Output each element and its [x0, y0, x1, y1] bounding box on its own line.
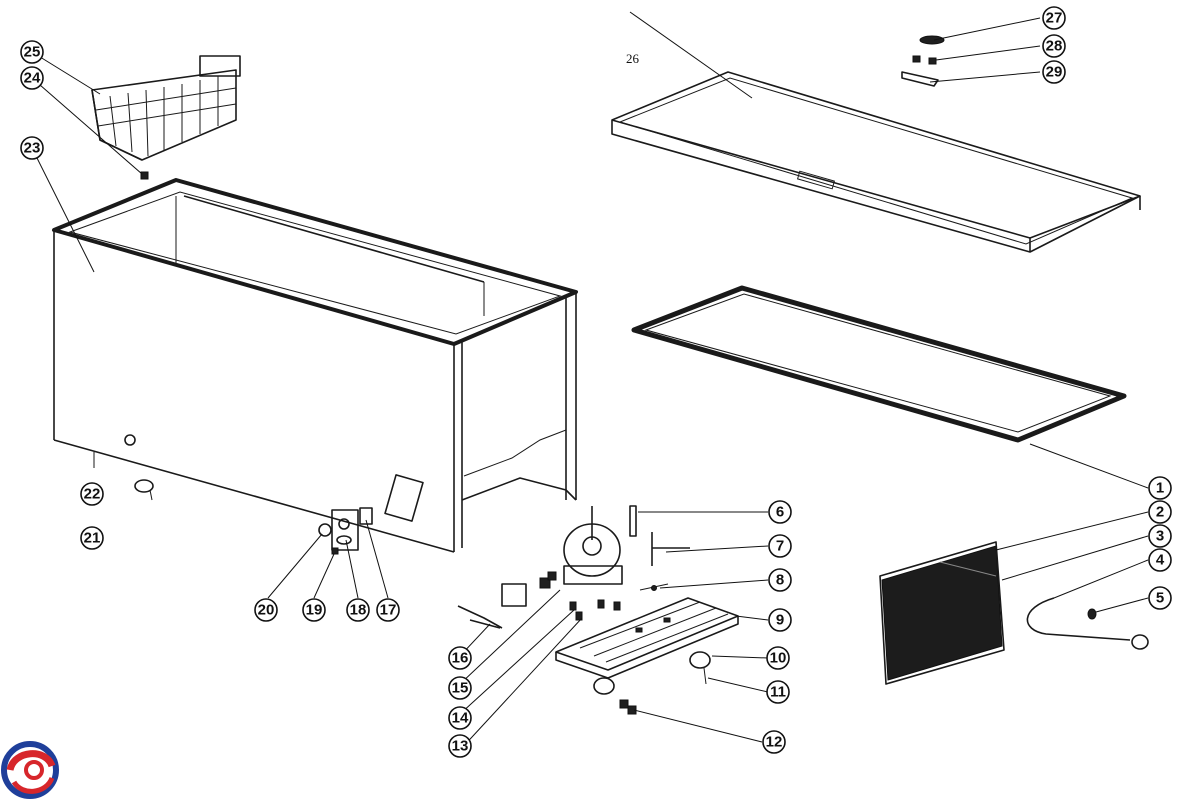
- callout-3: 3: [1148, 524, 1172, 548]
- callout-29: 29: [1042, 60, 1066, 84]
- leader-lines: [31, 11, 1149, 751]
- callout-17: 17: [376, 598, 400, 622]
- svg-text:14: 14: [452, 710, 469, 727]
- freezer-cabinet: [52, 178, 578, 553]
- svg-text:3: 3: [1156, 528, 1164, 545]
- callout-16: 16: [448, 646, 472, 670]
- casters: [593, 651, 711, 715]
- svg-text:27: 27: [1046, 10, 1063, 27]
- svg-text:10: 10: [770, 650, 787, 667]
- svg-text:13: 13: [452, 738, 469, 755]
- svg-text:22: 22: [84, 486, 101, 503]
- svg-text:21: 21: [84, 530, 101, 547]
- compressor-assembly: [457, 506, 623, 629]
- callout-20: 20: [254, 598, 278, 622]
- base-plate: [555, 597, 739, 679]
- condenser-panel: [879, 541, 1005, 685]
- callout-1: 1: [1148, 476, 1172, 500]
- wire-basket: [91, 55, 241, 180]
- svg-text:2: 2: [1156, 504, 1164, 521]
- svg-text:18: 18: [350, 602, 367, 619]
- callout-25: 25: [20, 40, 44, 64]
- freezer-lid: [611, 71, 1141, 253]
- lid-tick-label: 26: [626, 51, 640, 66]
- svg-text:11: 11: [770, 684, 786, 701]
- callout-8: 8: [768, 568, 792, 592]
- callout-19: 19: [302, 598, 326, 622]
- svg-text:7: 7: [776, 538, 784, 555]
- callout-15: 15: [448, 676, 472, 700]
- power-cord: [1026, 597, 1149, 650]
- svg-text:4: 4: [1156, 552, 1165, 569]
- callout-14: 14: [448, 706, 472, 730]
- callout-group: 1 2 3 4 5 6 7 8 9 10 11 12 13 14 15 16 1…: [20, 6, 1172, 758]
- svg-text:24: 24: [24, 70, 41, 87]
- svg-text:19: 19: [306, 602, 323, 619]
- callout-24: 24: [20, 66, 44, 90]
- callout-28: 28: [1042, 34, 1066, 58]
- callout-6: 6: [768, 500, 792, 524]
- callout-10: 10: [766, 646, 790, 670]
- callout-5: 5: [1148, 586, 1172, 610]
- svg-text:6: 6: [776, 504, 784, 521]
- callout-23: 23: [20, 136, 44, 160]
- svg-text:1: 1: [1156, 480, 1164, 497]
- callout-4: 4: [1148, 548, 1172, 572]
- control-box: [318, 507, 373, 555]
- svg-text:12: 12: [766, 734, 783, 751]
- callout-13: 13: [448, 734, 472, 758]
- svg-text:5: 5: [1156, 590, 1164, 607]
- callout-27: 27: [1042, 6, 1066, 30]
- svg-text:28: 28: [1046, 38, 1063, 55]
- callout-9: 9: [768, 608, 792, 632]
- callout-22: 22: [80, 482, 104, 506]
- callout-21: 21: [80, 526, 104, 550]
- svg-text:16: 16: [452, 650, 469, 667]
- callout-11: 11: [766, 680, 790, 704]
- svg-text:23: 23: [24, 140, 41, 157]
- callout-18: 18: [346, 598, 370, 622]
- small-parts: [629, 505, 690, 591]
- svg-text:20: 20: [258, 602, 275, 619]
- callout-2: 2: [1148, 500, 1172, 524]
- svg-text:25: 25: [24, 44, 41, 61]
- svg-text:8: 8: [776, 572, 784, 589]
- brand-swirl-logo-icon: [1, 741, 59, 799]
- callout-7: 7: [768, 534, 792, 558]
- svg-text:17: 17: [380, 602, 397, 619]
- hinge-parts: [901, 35, 945, 87]
- svg-text:29: 29: [1046, 64, 1063, 81]
- svg-text:9: 9: [776, 612, 784, 629]
- callout-12: 12: [762, 730, 786, 754]
- door-gasket: [631, 285, 1127, 443]
- svg-text:15: 15: [452, 680, 469, 697]
